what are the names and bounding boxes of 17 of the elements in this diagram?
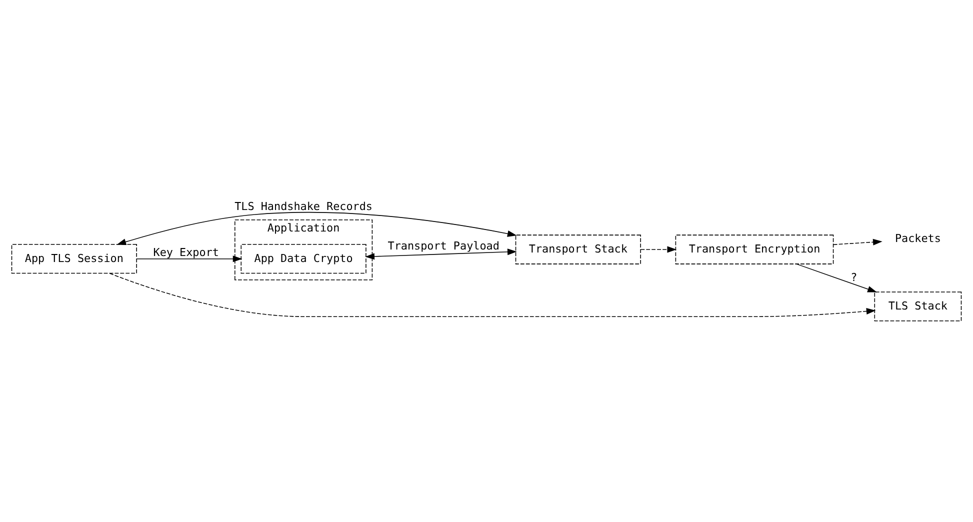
arrow [365,248,517,260]
edge-label: Transport Payload [388,240,500,253]
node-box: TLS Stack [874,292,962,322]
arrow [640,246,677,253]
node-box: Transport Encryption [675,234,834,264]
edge-label: TLS Handshake Records [234,200,372,213]
node-box: App TLS Session [11,244,137,274]
node-box: Transport Stack [515,234,641,264]
edge-label: Key Export [153,246,219,259]
arrow [116,212,517,246]
node-text: Packets [894,232,941,246]
arrow [109,273,876,317]
arrow [796,264,877,292]
node-box: App Data Crypto [240,244,366,274]
arrow [832,238,882,246]
edge-label: ? [850,270,858,284]
arrow [136,256,242,262]
